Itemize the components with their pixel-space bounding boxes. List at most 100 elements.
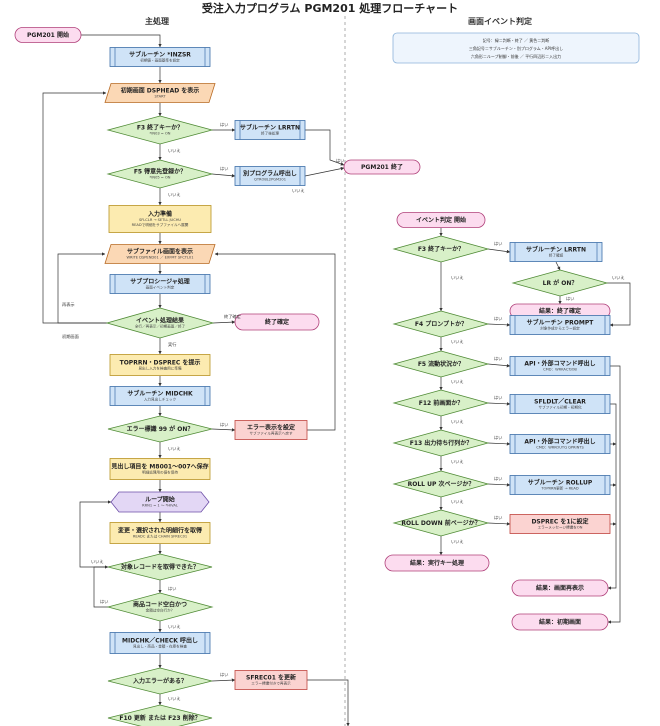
flow-edge — [607, 403, 617, 590]
node-title: イベント処理結果 — [136, 316, 184, 324]
node-title: 変更・選択された明細行を取得 — [117, 526, 202, 534]
edge-label: はい — [494, 316, 502, 322]
node-title: DSPREC を1に設定 — [531, 517, 588, 525]
node-shape — [109, 354, 211, 376]
node-subtitle: 金額は空白行か？ — [146, 608, 175, 613]
node-shape — [107, 704, 213, 726]
node-shape — [14, 27, 82, 43]
edge-label: いいえ — [451, 419, 464, 425]
node-shape — [511, 579, 609, 597]
edge-label: 初期画面 — [62, 333, 79, 340]
node-shape — [107, 415, 213, 443]
node-subtitle: WRITE DSPEND01 ／ EXFMT SFCTL01 — [127, 255, 194, 260]
node-title: PGM201 開始 — [27, 31, 69, 39]
node-m-start: PGM201 開始 — [14, 27, 82, 43]
node-shape — [107, 667, 213, 695]
node-m-f3: F3 終了キーか？*IN03 = ON — [106, 115, 214, 145]
node-title: サブルーチン MIDCHK — [127, 389, 193, 397]
node-subtitle: 画面イベント判定 — [146, 285, 175, 290]
legend: 記号：緑＝判断・終了 ／ 黄色＝判断 三角記号＝サブルーチン・別プログラム・AP… — [392, 32, 640, 64]
node-title: F13 出力待ち行列か？ — [410, 439, 473, 447]
node-shape — [509, 315, 611, 335]
node-e-exec: 結果：実行キー処理 — [384, 554, 490, 572]
node-title: サブプロシージャ処理 — [130, 277, 190, 285]
edge-label: いいえ — [451, 499, 464, 505]
node-title: 終了確定 — [265, 318, 289, 326]
edge-label: いいえ — [292, 188, 305, 194]
node-shape — [392, 350, 490, 378]
node-subtitle: RRN1 = 1 〜 *HIVAL — [142, 504, 178, 508]
node-e-lr: LR が ON？ — [511, 269, 609, 297]
flow-edge — [79, 500, 112, 568]
node-title: サブルーチン LRRTN — [526, 245, 586, 253]
node-shape — [509, 394, 611, 414]
node-title: 結果：終了確定 — [539, 307, 581, 315]
node-subtitle: READC または CHAIN SFREC01 — [133, 534, 187, 539]
node-title: イベント判定 開始 — [416, 216, 466, 224]
node-title: 結果：初期画面 — [539, 618, 581, 626]
node-title: サブルーチン *INZSR — [129, 50, 191, 58]
node-shape — [392, 389, 490, 417]
chart-title: 受注入力プログラム PGM201 処理フローチャート — [202, 1, 458, 15]
flow-edge — [487, 363, 511, 368]
edge-label: はい — [494, 356, 502, 362]
node-shape — [509, 356, 611, 376]
node-title: MIDCHK／CHECK 呼出し — [122, 636, 198, 644]
node-e-redisp: 結果：画面再表示 — [511, 579, 609, 597]
node-subtitle: エラーメッセージ標識をON — [538, 525, 583, 530]
flow-edge — [305, 129, 345, 166]
node-title: F3 終了キーか？ — [418, 245, 464, 253]
edge-label: はい — [100, 599, 108, 605]
node-shape — [105, 307, 215, 339]
node-shape — [108, 205, 212, 233]
section-title-main: 主処理 — [145, 16, 169, 26]
node-title: サブファイル画面を表示 — [127, 247, 193, 255]
node-title: サブルーチン PROMPT — [527, 318, 595, 326]
node-shape — [110, 491, 210, 513]
node-subtitle: サブファイル初期・初期化 — [538, 405, 582, 410]
node-shape — [109, 274, 211, 294]
node-title: 結果：実行キー処理 — [410, 559, 464, 567]
edge-label: いいえ — [451, 379, 464, 385]
node-e-start: イベント判定 開始 — [396, 212, 486, 228]
flow-edge — [304, 166, 345, 177]
node-shape — [509, 434, 611, 454]
node-m-end: PGM201 終了 — [343, 159, 421, 175]
node-subtitle: CMD：WRKACTJOB — [543, 368, 577, 372]
node-subtitle: *IN03 = ON — [150, 132, 171, 136]
node-subtitle: SFLCLR → SETLL JUCHU — [139, 218, 181, 222]
node-subtitle: サブファイル再表示へ戻す — [249, 431, 293, 436]
edge-label: はい — [494, 241, 502, 247]
edge-label: いいえ — [168, 192, 181, 198]
node-subtitle: エラー標識付きで再表示 — [251, 681, 291, 686]
node-shape — [109, 458, 211, 480]
edge-label: いいえ — [168, 696, 181, 702]
node-title: PGM201 終了 — [361, 163, 403, 171]
node-shape — [106, 159, 214, 189]
node-subtitle: 終了後処理 — [261, 131, 279, 136]
node-title: 別プログラム呼出し — [242, 169, 297, 177]
flow-edge — [607, 365, 621, 624]
node-m-endconf: 終了確定 — [234, 313, 320, 331]
node-shape — [396, 212, 486, 228]
node-shape — [392, 509, 490, 537]
edge-label: はい — [220, 422, 228, 428]
node-title: 初期画面 DSPHEAD を表示 — [121, 86, 200, 94]
flow-edge — [93, 565, 109, 608]
node-subtitle: 見出し入力を検査用に準備 — [138, 366, 182, 371]
node-shape — [509, 242, 603, 262]
node-title: サブルーチン ROLLUP — [528, 478, 593, 486]
node-subtitle: *IN05 = ON — [150, 176, 171, 180]
edge-label: はい — [220, 122, 228, 128]
edge-label: はい — [494, 395, 502, 401]
